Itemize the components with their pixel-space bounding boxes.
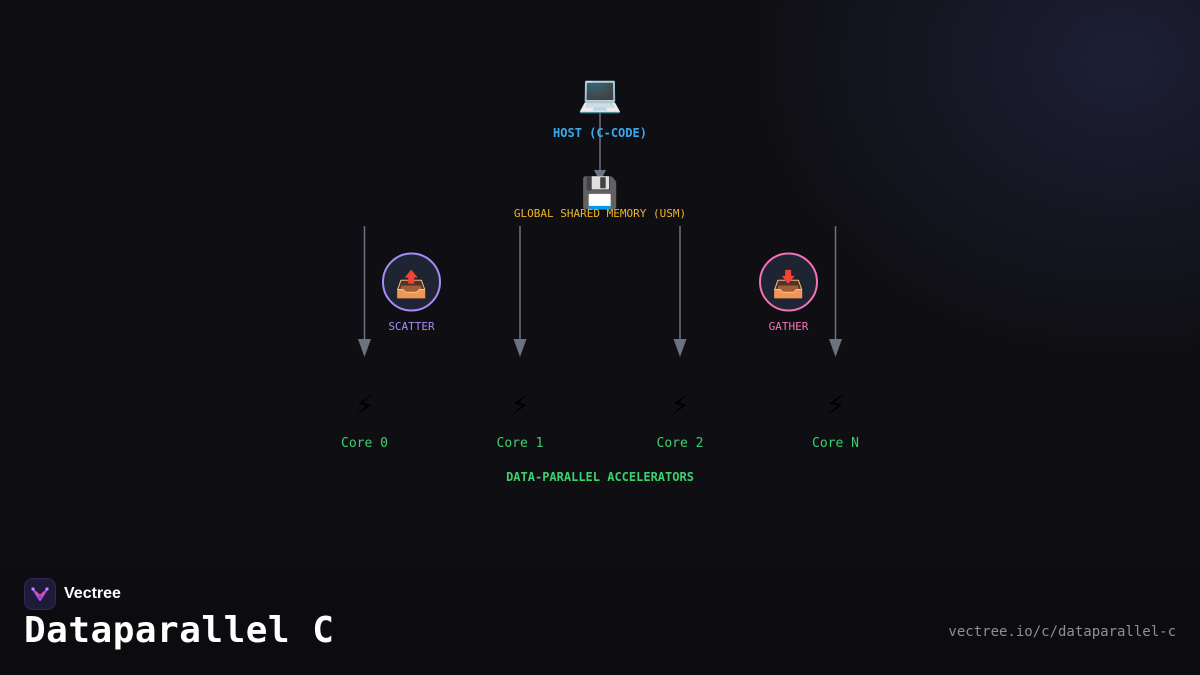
laptop-icon: 💻 [578,74,623,115]
core-n-label: Core N [812,436,859,451]
memory-to-core-n-arrowhead [829,339,842,357]
host-label: HOST (C-CODE) [553,126,647,140]
accelerators-label: DATA-PARALLEL ACCELERATORS [506,470,694,484]
core-2-label: Core 2 [657,436,704,451]
core-0-label: Core 0 [341,436,388,451]
memory-to-core-0-arrowhead [358,339,371,357]
core-n-lightning-icon: ⚡ [826,385,845,423]
memory-label: GLOBAL SHARED MEMORY (USM) [514,207,686,220]
memory-to-core-2-arrowhead [673,339,687,357]
inbox-tray-icon: 📥 [772,269,804,300]
scatter-node [382,252,441,312]
brand: Vectree [24,577,121,611]
core-1-label: Core 1 [497,436,544,451]
brand-name: Vectree [64,585,121,602]
scatter-label: SCATTER [388,320,435,333]
core-2-lightning-icon: ⚡ [670,385,689,423]
core-1-lightning-icon: ⚡ [510,385,529,423]
page-title: Dataparallel C [24,610,335,651]
core-0-lightning-icon: ⚡ [355,385,374,423]
outbox-tray-icon: 📤 [395,269,427,300]
page-url[interactable]: vectree.io/c/dataparallel-c [948,624,1176,640]
vectree-logo-icon [24,578,56,610]
memory-to-core-1-arrowhead [513,339,527,357]
gather-label: GATHER [769,320,809,333]
floppy-disk-icon: 💾 [581,175,618,211]
host-to-memory-arrowhead [594,170,606,182]
gather-node [759,252,818,312]
architecture-diagram: 💻 HOST (C-CODE) 💾 GLOBAL SHARED MEMORY (… [341,74,859,484]
